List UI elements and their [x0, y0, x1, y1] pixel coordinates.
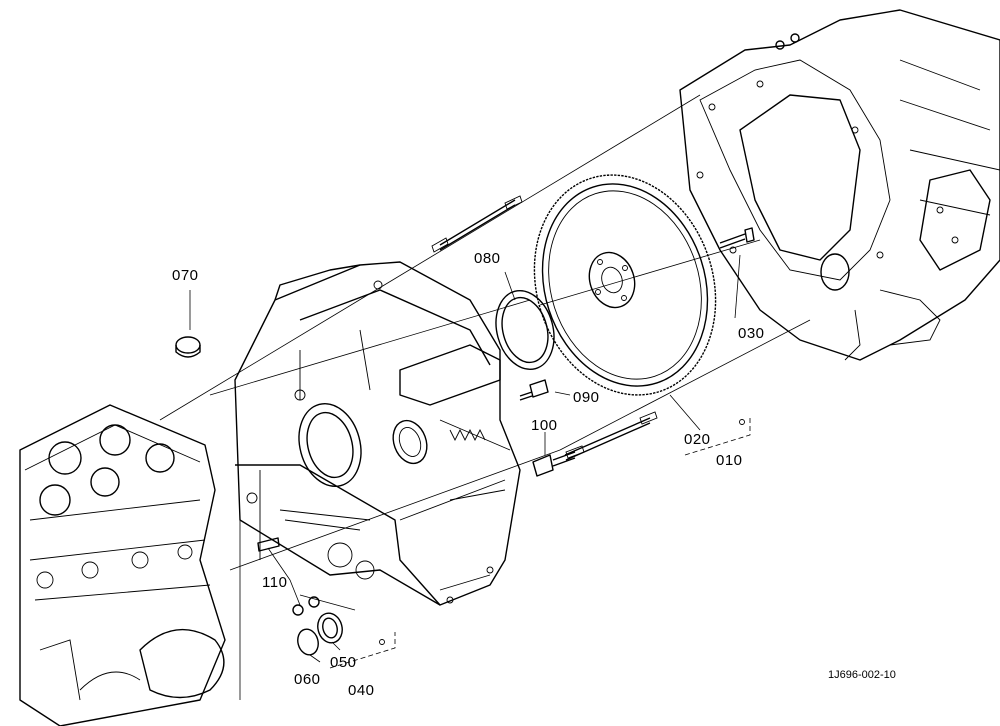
label-040: 040 — [348, 682, 375, 699]
label-090: 090 — [573, 389, 600, 406]
assembly-axis-lines — [159, 94, 811, 700]
label-010: 010 — [716, 452, 743, 469]
leader-lines — [189, 254, 741, 663]
drawing-code: 1J696-002-10 — [828, 669, 896, 681]
assembly-bracket-040 — [329, 632, 396, 669]
label-110: 110 — [262, 574, 287, 591]
transmission-housing — [679, 9, 1000, 361]
engine-block — [19, 404, 226, 726]
bolts-and-studs — [257, 33, 800, 616]
plug-070 — [175, 336, 201, 358]
flywheel-housing — [234, 261, 521, 606]
snap-ring-060 — [297, 628, 319, 656]
label-020: 020 — [684, 431, 711, 448]
label-050: 050 — [330, 654, 357, 671]
label-060: 060 — [294, 671, 321, 688]
label-070: 070 — [172, 267, 199, 284]
label-100: 100 — [531, 417, 558, 434]
label-030: 030 — [738, 325, 765, 342]
label-080: 080 — [474, 250, 501, 267]
oil-seal-080 — [495, 289, 555, 371]
part-labels: 070 080 090 100 030 020 010 110 050 060 … — [172, 250, 765, 699]
seal-050 — [317, 612, 343, 644]
flywheel-ring-gear — [533, 174, 717, 396]
assembly-bracket-010 — [684, 415, 751, 456]
